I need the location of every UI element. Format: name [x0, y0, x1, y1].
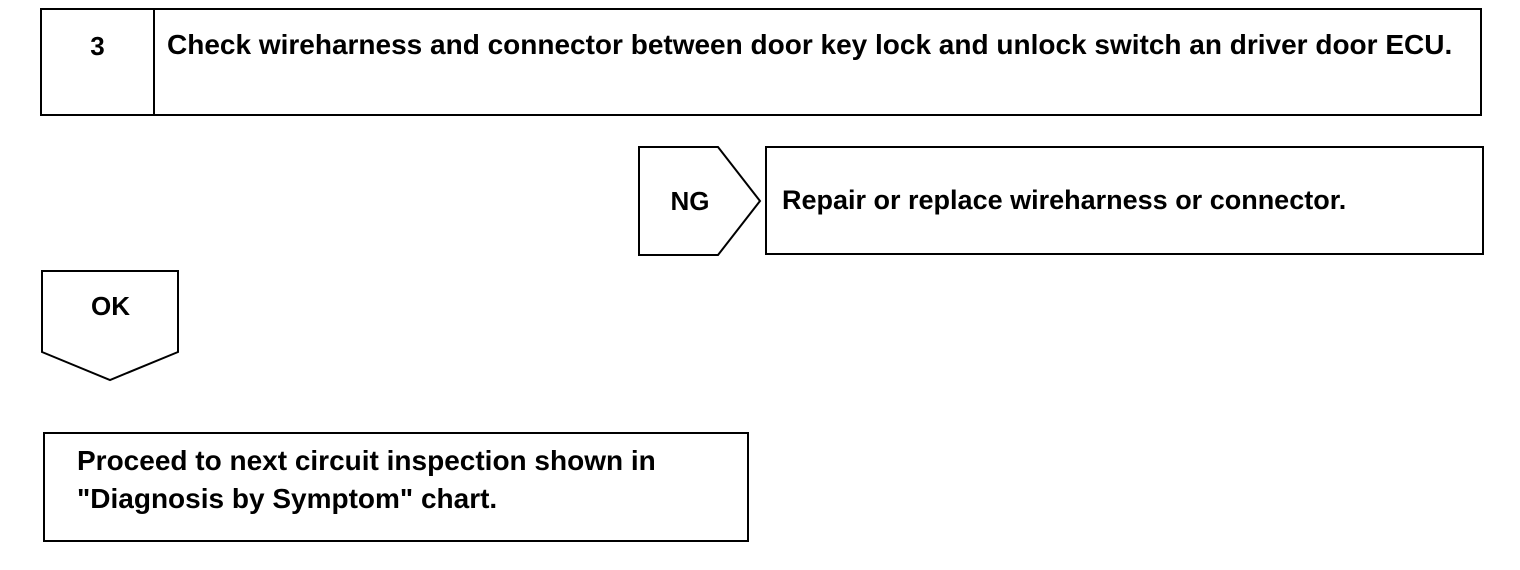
proceed-box: Proceed to next circuit inspection shown… — [43, 432, 749, 542]
step-title: Check wireharness and connector between … — [167, 29, 1453, 60]
ng-arrow-tag: NG — [638, 146, 762, 256]
ng-label: NG — [670, 186, 710, 216]
ng-result-box: Repair or replace wireharness or connect… — [765, 146, 1484, 255]
proceed-text: Proceed to next circuit inspection shown… — [77, 445, 656, 514]
ok-arrow-tag: OK — [41, 270, 180, 382]
right-arrow-icon — [638, 146, 762, 256]
step-number: 3 — [42, 10, 155, 114]
step-box: 3 Check wireharness and connector betwee… — [40, 8, 1482, 116]
ng-result-text: Repair or replace wireharness or connect… — [782, 185, 1347, 215]
ok-label: OK — [91, 291, 130, 321]
down-arrow-icon — [41, 270, 179, 382]
